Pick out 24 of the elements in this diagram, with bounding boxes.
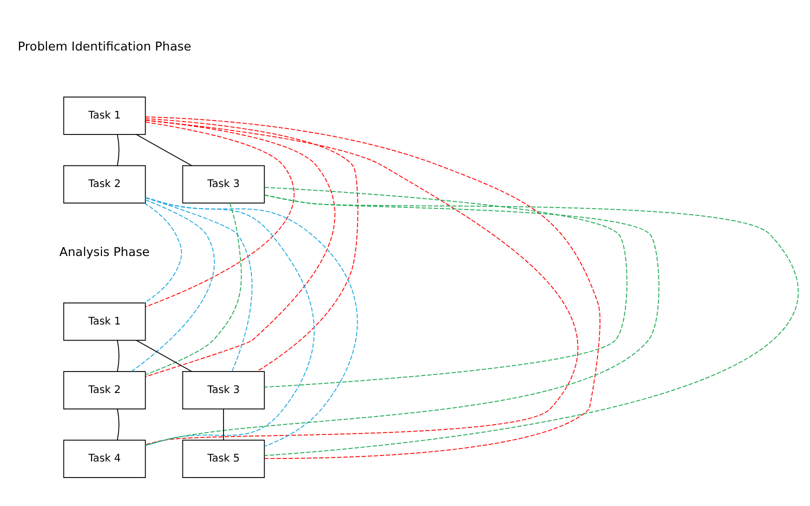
node-box: Task 2: [63, 165, 146, 204]
connector: [145, 197, 315, 446]
node-box: Task 1: [63, 302, 146, 341]
connector: [116, 134, 120, 166]
connector: [145, 122, 295, 308]
connector: [145, 194, 660, 446]
connector: [144, 202, 182, 304]
connector: [116, 340, 120, 372]
node-box: Task 3: [182, 165, 265, 204]
connector: [223, 408, 224, 440]
connector: [131, 199, 215, 372]
connector: [144, 197, 358, 447]
connector: [264, 194, 796, 456]
connector: [136, 340, 192, 372]
node-box: Task 4: [63, 440, 146, 478]
connector: [116, 408, 120, 440]
label: Problem Identification Phase: [18, 39, 192, 54]
connector: [264, 186, 628, 388]
label: Analysis Phase: [59, 245, 150, 260]
node-box: Task 2: [63, 371, 146, 410]
node-box: Task 1: [63, 96, 146, 135]
connector: [136, 134, 192, 166]
node-box: Task 5: [182, 440, 265, 478]
node-box: Task 3: [182, 371, 265, 410]
